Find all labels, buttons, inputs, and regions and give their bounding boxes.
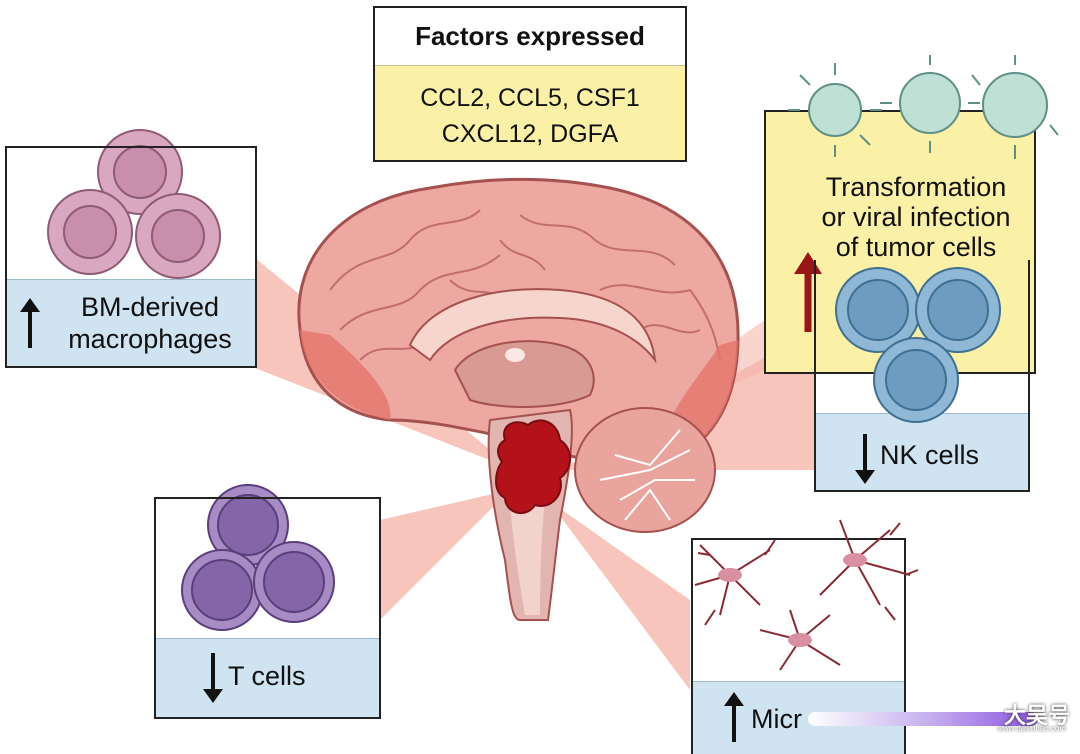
- t-cell-label: T cells: [228, 661, 306, 691]
- t-cell-label-band: [156, 638, 379, 717]
- macrophage-panel: BM-derived macrophages: [5, 146, 257, 368]
- nk-cell-group: [835, 267, 1001, 423]
- t-cell-panel: T cells: [154, 497, 381, 719]
- ray-to-tcells: [380, 490, 510, 620]
- macrophage-cells: [47, 129, 221, 279]
- tumor: [495, 419, 572, 515]
- watermark-url: www.dawuhao.com: [997, 724, 1066, 733]
- factors-line-2: CXCL12, DGFA: [441, 120, 619, 148]
- factors-title: Factors expressed: [375, 8, 685, 66]
- macrophage-label-line-2: macrophages: [68, 324, 232, 354]
- down-arrow-icon: [855, 434, 875, 484]
- macrophage-label-band: [7, 279, 255, 366]
- corpus-callosum: [408, 288, 657, 364]
- nk-cell-label: NK cells: [880, 440, 980, 470]
- factors-expressed-box: Factors expressed CCL2, CCL5, CSF1 CXCL1…: [373, 6, 687, 162]
- transformation-line-1: Transformation: [825, 172, 1007, 202]
- gyri: [329, 209, 721, 361]
- t-cell-group: [181, 484, 335, 631]
- transformation-line-2: or viral infection: [821, 202, 1011, 232]
- transformation-line-3: of tumor cells: [835, 232, 997, 262]
- microglia-label: Micr: [751, 704, 802, 734]
- watermark-text: 大吴号: [1003, 703, 1070, 728]
- factors-line-1: CCL2, CCL5, CSF1: [420, 84, 640, 112]
- up-arrow-icon: [20, 298, 40, 348]
- virus-particles: [788, 55, 1059, 159]
- microglia-cells: [694, 519, 919, 671]
- up-arrow-icon: [724, 692, 744, 742]
- down-arrow-icon: [203, 653, 223, 703]
- nk-cell-panel: NK cells: [814, 260, 1030, 492]
- ray-to-microglia: [548, 500, 690, 690]
- watermark: 大吴号 www.dawuhao.com: [808, 703, 1070, 734]
- macrophage-label-line-1: BM-derived: [80, 292, 220, 322]
